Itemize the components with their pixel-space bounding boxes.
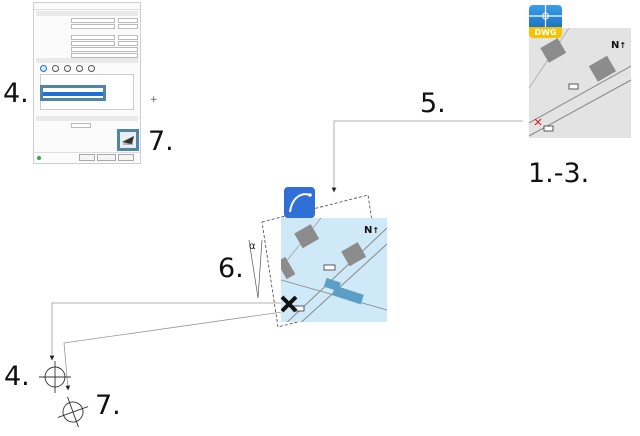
dwg-badge-text: DWG <box>529 27 562 38</box>
building-shape <box>341 242 367 267</box>
north-label-site: N↑ <box>364 225 380 236</box>
dialog-button[interactable] <box>118 154 134 161</box>
north-label-dwg: N↑ <box>611 40 627 51</box>
crosshair-icon <box>39 361 71 393</box>
highlighted-dropdown[interactable] <box>40 85 106 101</box>
dialog-section-header <box>36 58 138 63</box>
arrow-step-7 <box>63 309 297 391</box>
site-map <box>281 218 387 322</box>
dialog-titlebar <box>34 3 140 10</box>
plus-icon: + <box>150 95 158 105</box>
point-option-icon[interactable] <box>40 65 47 72</box>
building-shape <box>294 224 320 249</box>
dwg-source-map <box>529 28 631 138</box>
building-shape <box>540 38 567 63</box>
settings-dialog-thumbnail <box>33 2 141 164</box>
dialog-section-header <box>36 11 138 16</box>
step-label-7-top: 7. <box>148 126 174 157</box>
blue-building-shape <box>323 278 364 305</box>
dialog-section-header <box>36 116 138 121</box>
point-option-icon[interactable] <box>76 65 83 72</box>
dialog-row <box>36 34 138 40</box>
preview-shape-icon <box>122 136 134 145</box>
north-arrow-icon: ↑ <box>372 226 380 235</box>
step-label-6: 6. <box>218 253 244 284</box>
dialog-icon-toolbar <box>40 65 134 72</box>
red-marker-icon <box>534 118 542 126</box>
point-option-icon[interactable] <box>52 65 59 72</box>
highlighted-preview-thumbnail[interactable] <box>117 129 139 151</box>
step-label-5: 5. <box>420 88 446 119</box>
marker-x-icon <box>280 295 298 313</box>
building-shape <box>588 55 617 82</box>
dialog-row <box>36 23 138 29</box>
step-label-4-top: 4. <box>3 78 29 109</box>
dialog-button[interactable] <box>97 154 116 161</box>
dialog-row <box>36 46 138 52</box>
step-label-7-bottom: 7. <box>95 390 121 421</box>
step-label-1-3: 1.-3. <box>528 158 590 189</box>
dialog-row <box>36 40 138 46</box>
dialog-footer <box>34 152 140 163</box>
dialog-row <box>36 122 138 128</box>
crosshair-icon <box>57 396 89 428</box>
point-option-icon[interactable] <box>64 65 71 72</box>
status-dot-icon <box>37 156 41 160</box>
point-option-icon[interactable] <box>88 65 95 72</box>
curve-tool-icon <box>284 187 315 218</box>
building-shape <box>281 256 296 280</box>
dwg-file-icon: DWG <box>529 5 562 38</box>
north-arrow-icon: ↑ <box>619 41 627 50</box>
angle-label: α <box>249 241 256 252</box>
arrow-step-4 <box>49 302 282 361</box>
arrow-step-5 <box>331 120 523 193</box>
dialog-button[interactable] <box>79 154 95 161</box>
dialog-row <box>36 17 138 23</box>
step-label-4-bottom: 4. <box>4 361 30 392</box>
dialog-row <box>36 52 138 58</box>
dropdown-selected-option[interactable] <box>43 92 103 96</box>
